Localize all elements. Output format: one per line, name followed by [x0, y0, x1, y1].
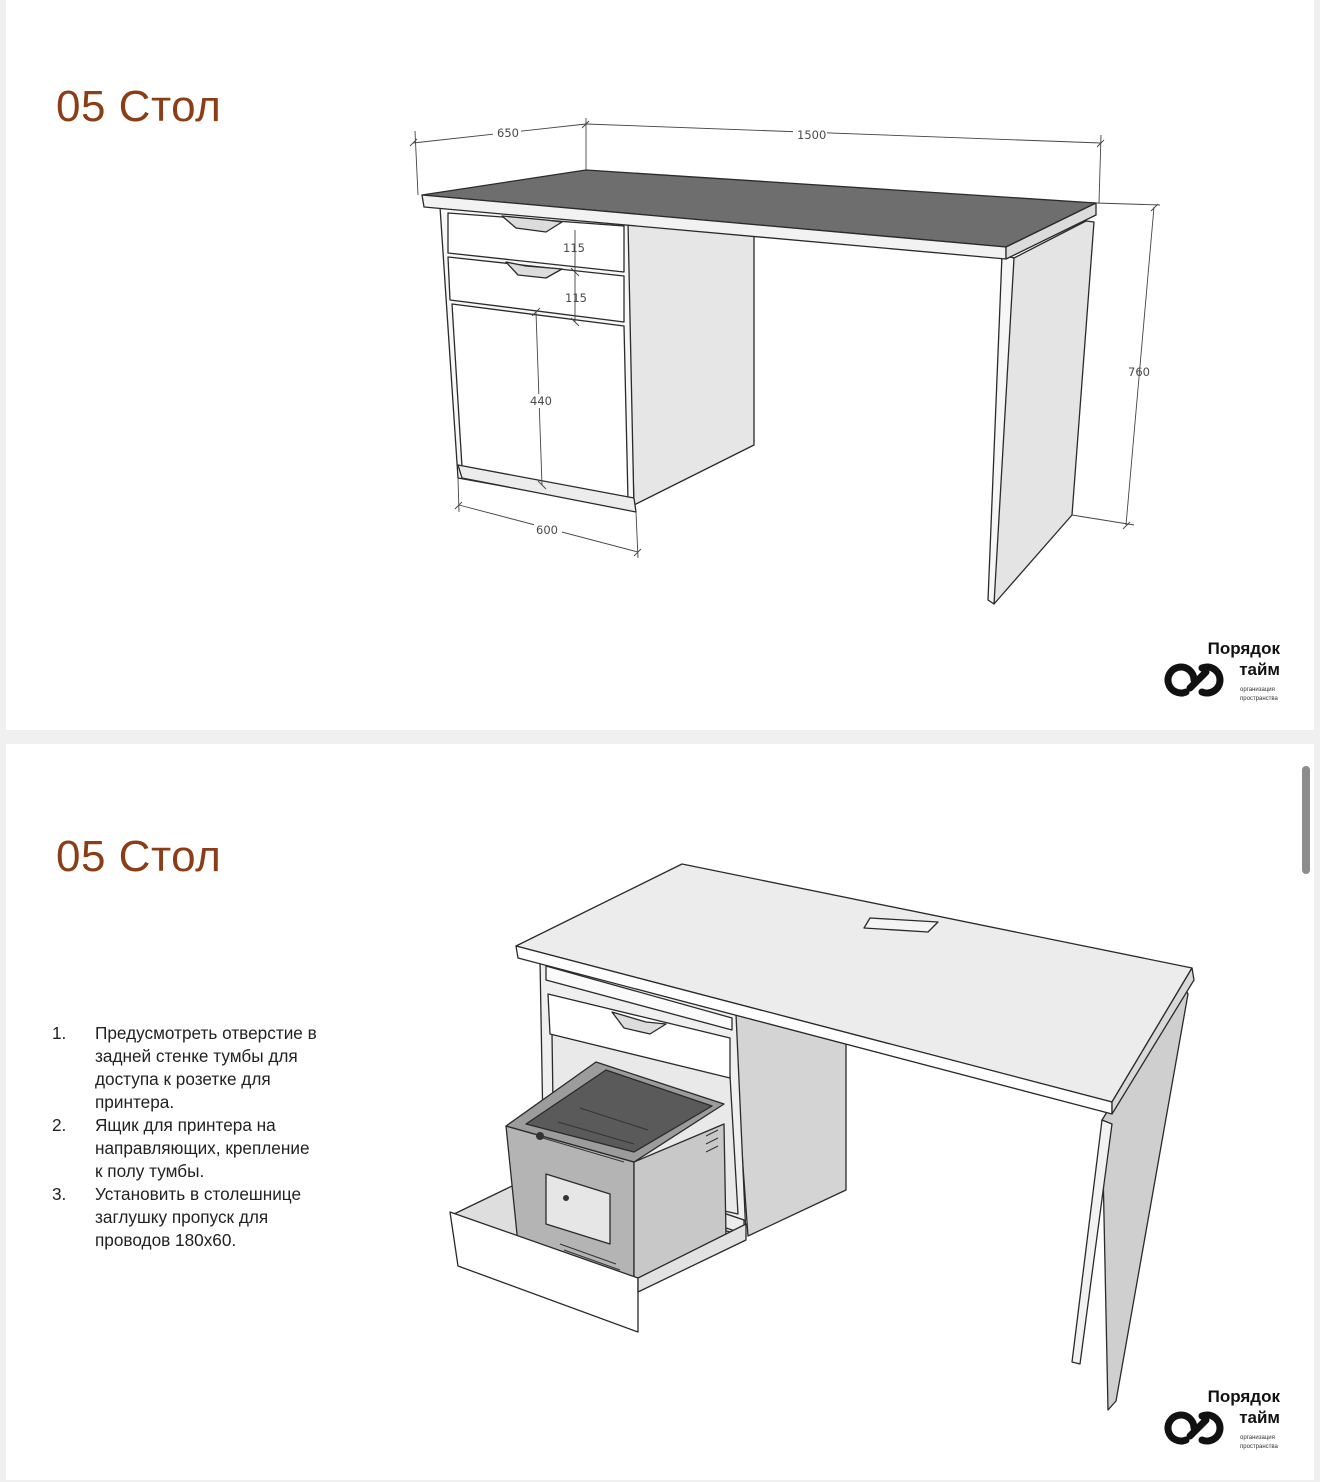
- list-item: 1. Предусмотреть отверстие в задней стен…: [52, 1023, 317, 1112]
- brand-tagline: организация пространства: [1240, 687, 1278, 702]
- requirements-list: 1. Предусмотреть отверстие в задней стен…: [50, 1022, 320, 1252]
- dimension-cabinet-depth: 600: [536, 523, 558, 537]
- dimension-door: 440: [530, 394, 552, 408]
- dimension-depth-top: 650: [497, 126, 519, 140]
- dimension-height: 760: [1128, 365, 1150, 379]
- dimension-drawer-2: 115: [565, 291, 587, 305]
- brand-tagline: организация пространства: [1240, 1435, 1278, 1450]
- dimension-width-top: 1500: [797, 128, 826, 142]
- desk-printer-drawing: [449, 863, 1195, 1411]
- dimension-drawer-1: 115: [563, 241, 585, 255]
- slide-title: 05 Стол: [56, 832, 222, 881]
- poryadok-logo-icon: [1164, 663, 1224, 697]
- slide-2: 05 Стол 1. Предусмотреть отверстие в зад…: [6, 744, 1314, 1480]
- desk-dimension-drawing: 650 1500 760 115 115 440 600: [409, 118, 1161, 605]
- poryadok-logo-icon: [1164, 1411, 1224, 1445]
- list-item: 2. Ящик для принтера на направляющих, кр…: [52, 1115, 310, 1181]
- brand-logo: Порядок тайм организация пространства: [1164, 1386, 1304, 1454]
- list-item: 3. Установить в столешнице заглушку проп…: [52, 1184, 302, 1250]
- scrollbar-thumb[interactable]: [1302, 766, 1310, 874]
- brand-name: Порядок тайм: [1207, 1387, 1280, 1427]
- slide-title: 05 Стол: [56, 82, 222, 131]
- brand-name: Порядок тайм: [1207, 639, 1280, 679]
- brand-logo: Порядок тайм организация пространства: [1164, 638, 1304, 706]
- slide-1: 05 Стол: [6, 0, 1314, 730]
